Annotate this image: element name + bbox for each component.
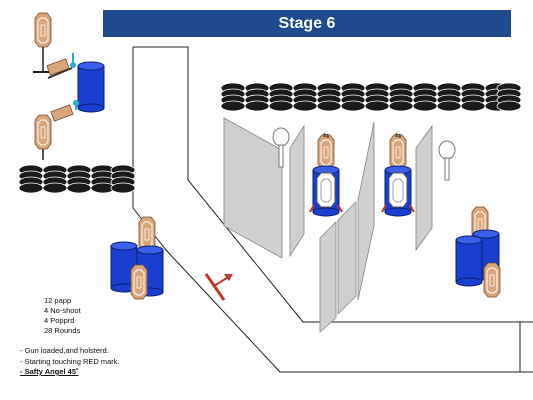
paper-count: 12 papp (44, 296, 72, 305)
target-counts: 12 papp 4 No-shoot 4 Popprd 28 Rounds (44, 296, 81, 336)
no-shoot-target (316, 172, 336, 208)
rule-start: - Starting touching RED mark. (20, 356, 120, 366)
barrel (77, 61, 105, 113)
svg-text:⇆: ⇆ (395, 131, 402, 140)
start-mark (204, 273, 233, 301)
paper-target (50, 104, 74, 122)
barrel (455, 235, 483, 287)
course-boundary (132, 46, 533, 373)
rule-safety-angle: - Safty Angel 45˚ (20, 367, 79, 376)
no-shoot-count: 4 No-shoot (44, 306, 81, 315)
no-shoot-target (388, 172, 408, 208)
svg-text:⇆: ⇆ (323, 131, 330, 140)
stage-title: Stage 6 (103, 10, 511, 37)
rule-loaded: - Gun loaded,and holsterd. (20, 346, 109, 355)
right-barrel-group (455, 206, 501, 298)
moving-target-group (33, 12, 105, 160)
popper-target (438, 140, 456, 181)
left-barrel-group (110, 216, 164, 300)
round-count: 28 Rounds (44, 326, 81, 335)
paper-target (483, 262, 501, 298)
popper-count: 4 Popprd (44, 316, 75, 325)
walls (223, 117, 433, 333)
paper-target (130, 264, 148, 300)
paper-target (34, 12, 52, 48)
center-targets: ⇆ ⇆ (309, 131, 415, 217)
tire-wall-left (18, 164, 136, 194)
stage-rules: - Gun loaded,and holsterd. - Starting to… (20, 346, 120, 378)
tire-wall-top (220, 82, 522, 112)
paper-target (389, 134, 407, 170)
paper-target (34, 114, 52, 150)
paper-target (46, 58, 70, 76)
paper-target (317, 134, 335, 170)
